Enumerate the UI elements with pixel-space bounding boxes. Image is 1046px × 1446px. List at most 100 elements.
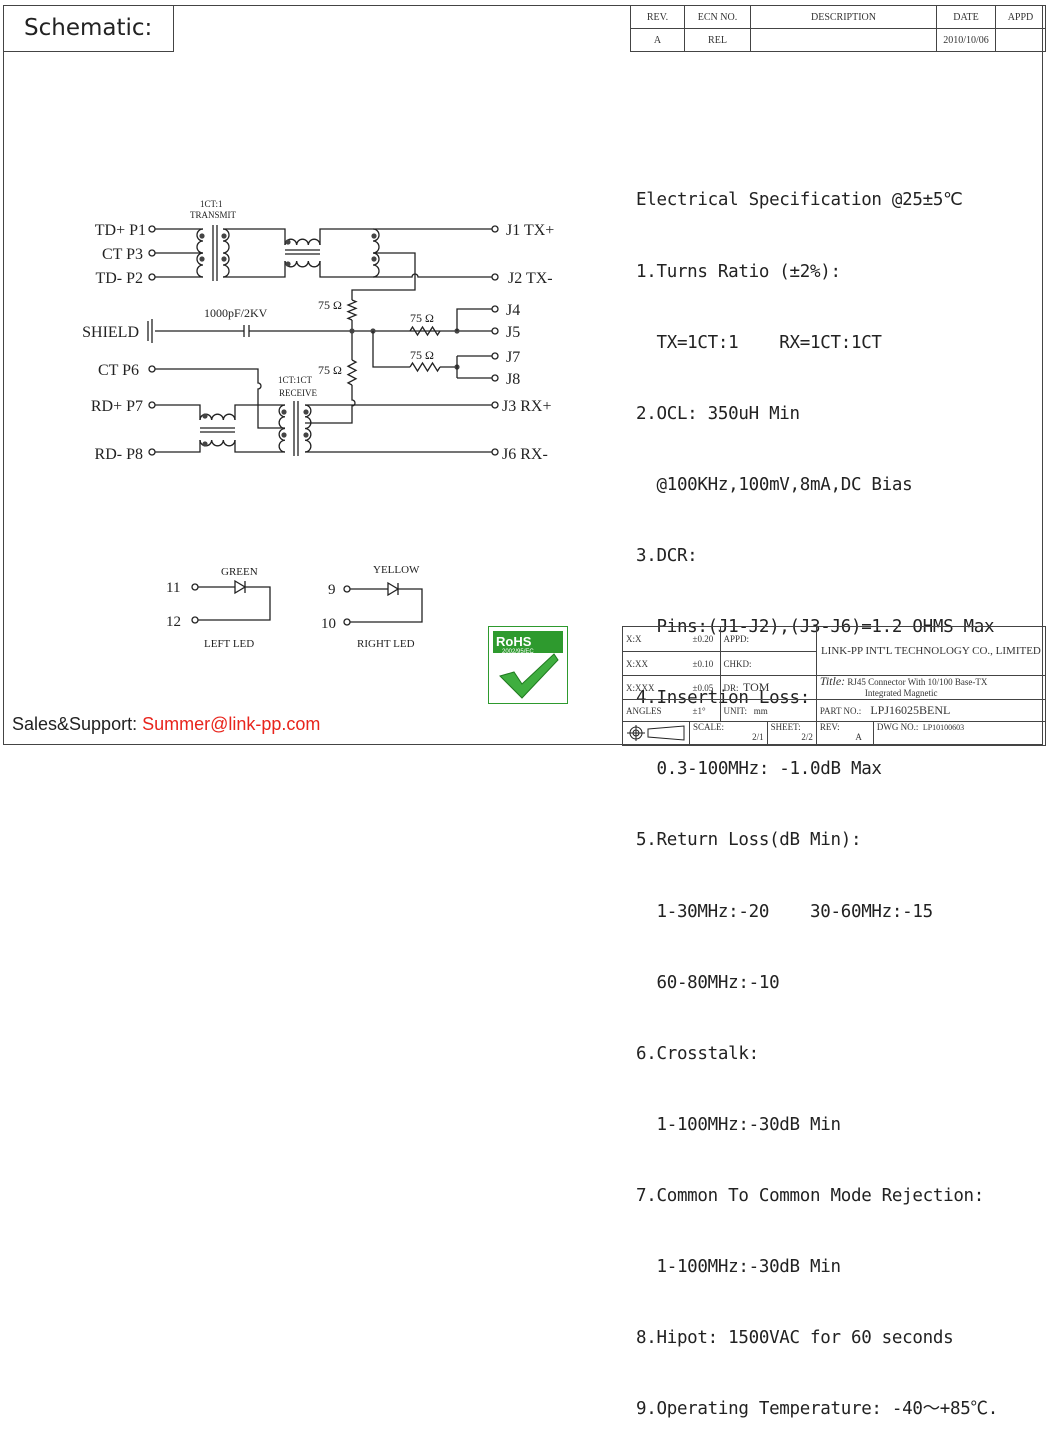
- led-pin-10: 10: [321, 616, 336, 632]
- spec-line: 6.Crosstalk:: [636, 1043, 759, 1064]
- wire: [456, 308, 492, 331]
- polarity-dot: [199, 256, 205, 262]
- dwg-label: DWG NO.:: [876, 722, 919, 732]
- resistor-label: 75 Ω: [318, 298, 342, 312]
- pin-terminal: [491, 374, 499, 382]
- unit-label: UNIT:: [723, 705, 748, 716]
- left-led-label: LEFT LED: [204, 638, 254, 650]
- wire: [372, 331, 410, 368]
- pin-j8: J8: [506, 371, 520, 388]
- pin-terminal: [491, 327, 499, 335]
- tol-label: ANGLES: [622, 699, 690, 722]
- sales-email-link[interactable]: Summer@link-pp.com: [142, 714, 321, 734]
- drawn-by: TOM: [743, 680, 770, 694]
- polarity-dot: [202, 413, 208, 419]
- rohs-logo: RoHS 2002/95/EC: [488, 626, 568, 704]
- svg-text:RoHS: RoHS: [496, 634, 532, 649]
- spec-heading: Electrical Specification @25±5℃: [636, 190, 963, 211]
- spec-line: 8.Hipot: 1500VAC for 60 seconds: [636, 1328, 954, 1349]
- wire: [200, 427, 235, 433]
- wire: [350, 588, 423, 623]
- spec-line: TX=1CT:1 RX=1CT:1CT: [636, 332, 882, 353]
- pin-j1: J1 TX+: [506, 222, 554, 239]
- receive-ratio: 1CT:1CT: [278, 375, 313, 385]
- scale-value: 2/1: [752, 732, 764, 742]
- rev-cell: A: [630, 28, 685, 52]
- description-header: DESCRIPTION: [750, 5, 937, 29]
- polarity-dot: [303, 432, 309, 438]
- coil: [278, 404, 286, 453]
- wire: [234, 404, 285, 453]
- polarity-dot: [371, 233, 377, 239]
- pin-ct-p3: CT P3: [102, 246, 143, 263]
- pin-terminal: [491, 225, 499, 233]
- pin-terminal: [148, 249, 156, 257]
- wire: [351, 252, 416, 300]
- coil: [284, 260, 321, 268]
- pin-ct-p6: CT P6: [98, 362, 139, 379]
- spec-line: 1-100MHz:-30dB Min: [636, 1257, 841, 1278]
- appd-header: APPD: [995, 5, 1046, 29]
- pin-j6: J6 RX-: [502, 446, 548, 463]
- led-diode: [387, 581, 400, 597]
- pin-terminal: [491, 305, 499, 313]
- coil: [196, 228, 204, 278]
- right-led-color: YELLOW: [373, 564, 420, 576]
- resistor: [409, 361, 441, 373]
- resistor-label: 75 Ω: [410, 311, 434, 325]
- polarity-dot: [221, 233, 227, 239]
- led-diode: [234, 579, 247, 595]
- rev-header: REV.: [630, 5, 685, 29]
- title-block: X:X ±0.20 APPD: LINK-PP INT'L TECHNOLOGY…: [622, 626, 1046, 746]
- rev-label: REV:: [819, 722, 840, 732]
- title-line: RJ45 Connector With 10/100 Base-TX: [847, 677, 988, 687]
- spec-line: 5.Return Loss(dB Min):: [636, 830, 862, 851]
- tol-value: ±0.20: [689, 626, 721, 652]
- wire: [155, 440, 201, 453]
- wire: [155, 368, 285, 429]
- unit-value: mm: [753, 705, 768, 716]
- resistor-label: 75 Ω: [318, 363, 342, 377]
- wire: [147, 319, 492, 343]
- schematic-diagram: 1CT:1 TRANSMIT 1CT:1CT RECEIVE 1000pF/2K…: [82, 199, 554, 650]
- pin-j2: J2 TX-: [508, 270, 553, 287]
- pin-j4: J4: [506, 302, 520, 319]
- tol-value: ±0.05: [689, 675, 721, 700]
- pin-shield: SHIELD: [82, 324, 139, 341]
- rev-value: A: [855, 732, 862, 742]
- node-dot: [349, 328, 355, 334]
- sheet-label: SHEET:: [770, 722, 801, 732]
- page-title: Schematic:: [3, 5, 174, 52]
- pin-terminal: [191, 616, 199, 624]
- electrical-specification: Electrical Specification @25±5℃ 1.Turns …: [636, 142, 998, 1446]
- pin-terminal: [148, 273, 156, 281]
- dr-label: DR:: [723, 683, 739, 693]
- pin-terminal: [491, 448, 499, 456]
- pin-rd-plus: RD+ P7: [91, 398, 143, 415]
- pin-j3: J3 RX+: [502, 398, 551, 415]
- wire: [305, 404, 492, 453]
- pin-terminal: [148, 401, 156, 409]
- date-header: DATE: [936, 5, 996, 29]
- part-number: LPJ16025BENL: [870, 703, 951, 717]
- pin-rd-minus: RD- P8: [95, 446, 143, 463]
- company-name: LINK-PP INT'L TECHNOLOGY CO., LIMITED: [815, 626, 1046, 676]
- scale-label: SCALE:: [693, 722, 725, 732]
- pin-j7: J7: [506, 349, 520, 366]
- coil: [284, 238, 321, 246]
- revision-table: REV. ECN NO. DESCRIPTION DATE APPD A REL…: [630, 5, 1046, 52]
- tol-value: ±0.10: [689, 651, 721, 676]
- title-label: Title:: [819, 674, 846, 688]
- left-led-color: GREEN: [221, 566, 258, 578]
- led-pin-9: 9: [328, 582, 336, 598]
- resistor-label: 75 Ω: [410, 348, 434, 362]
- pin-terminal: [491, 273, 499, 281]
- tol-label: X:XX: [622, 651, 690, 676]
- polarity-dot: [199, 233, 205, 239]
- sheet-value: 2/2: [801, 732, 813, 742]
- wire: [319, 228, 373, 278]
- spec-line: 7.Common To Common Mode Rejection:: [636, 1185, 985, 1206]
- spec-line: 1-100MHz:-30dB Min: [636, 1114, 841, 1135]
- spec-line: 0.3-100MHz: -1.0dB Max: [636, 759, 882, 780]
- wire: [305, 385, 356, 424]
